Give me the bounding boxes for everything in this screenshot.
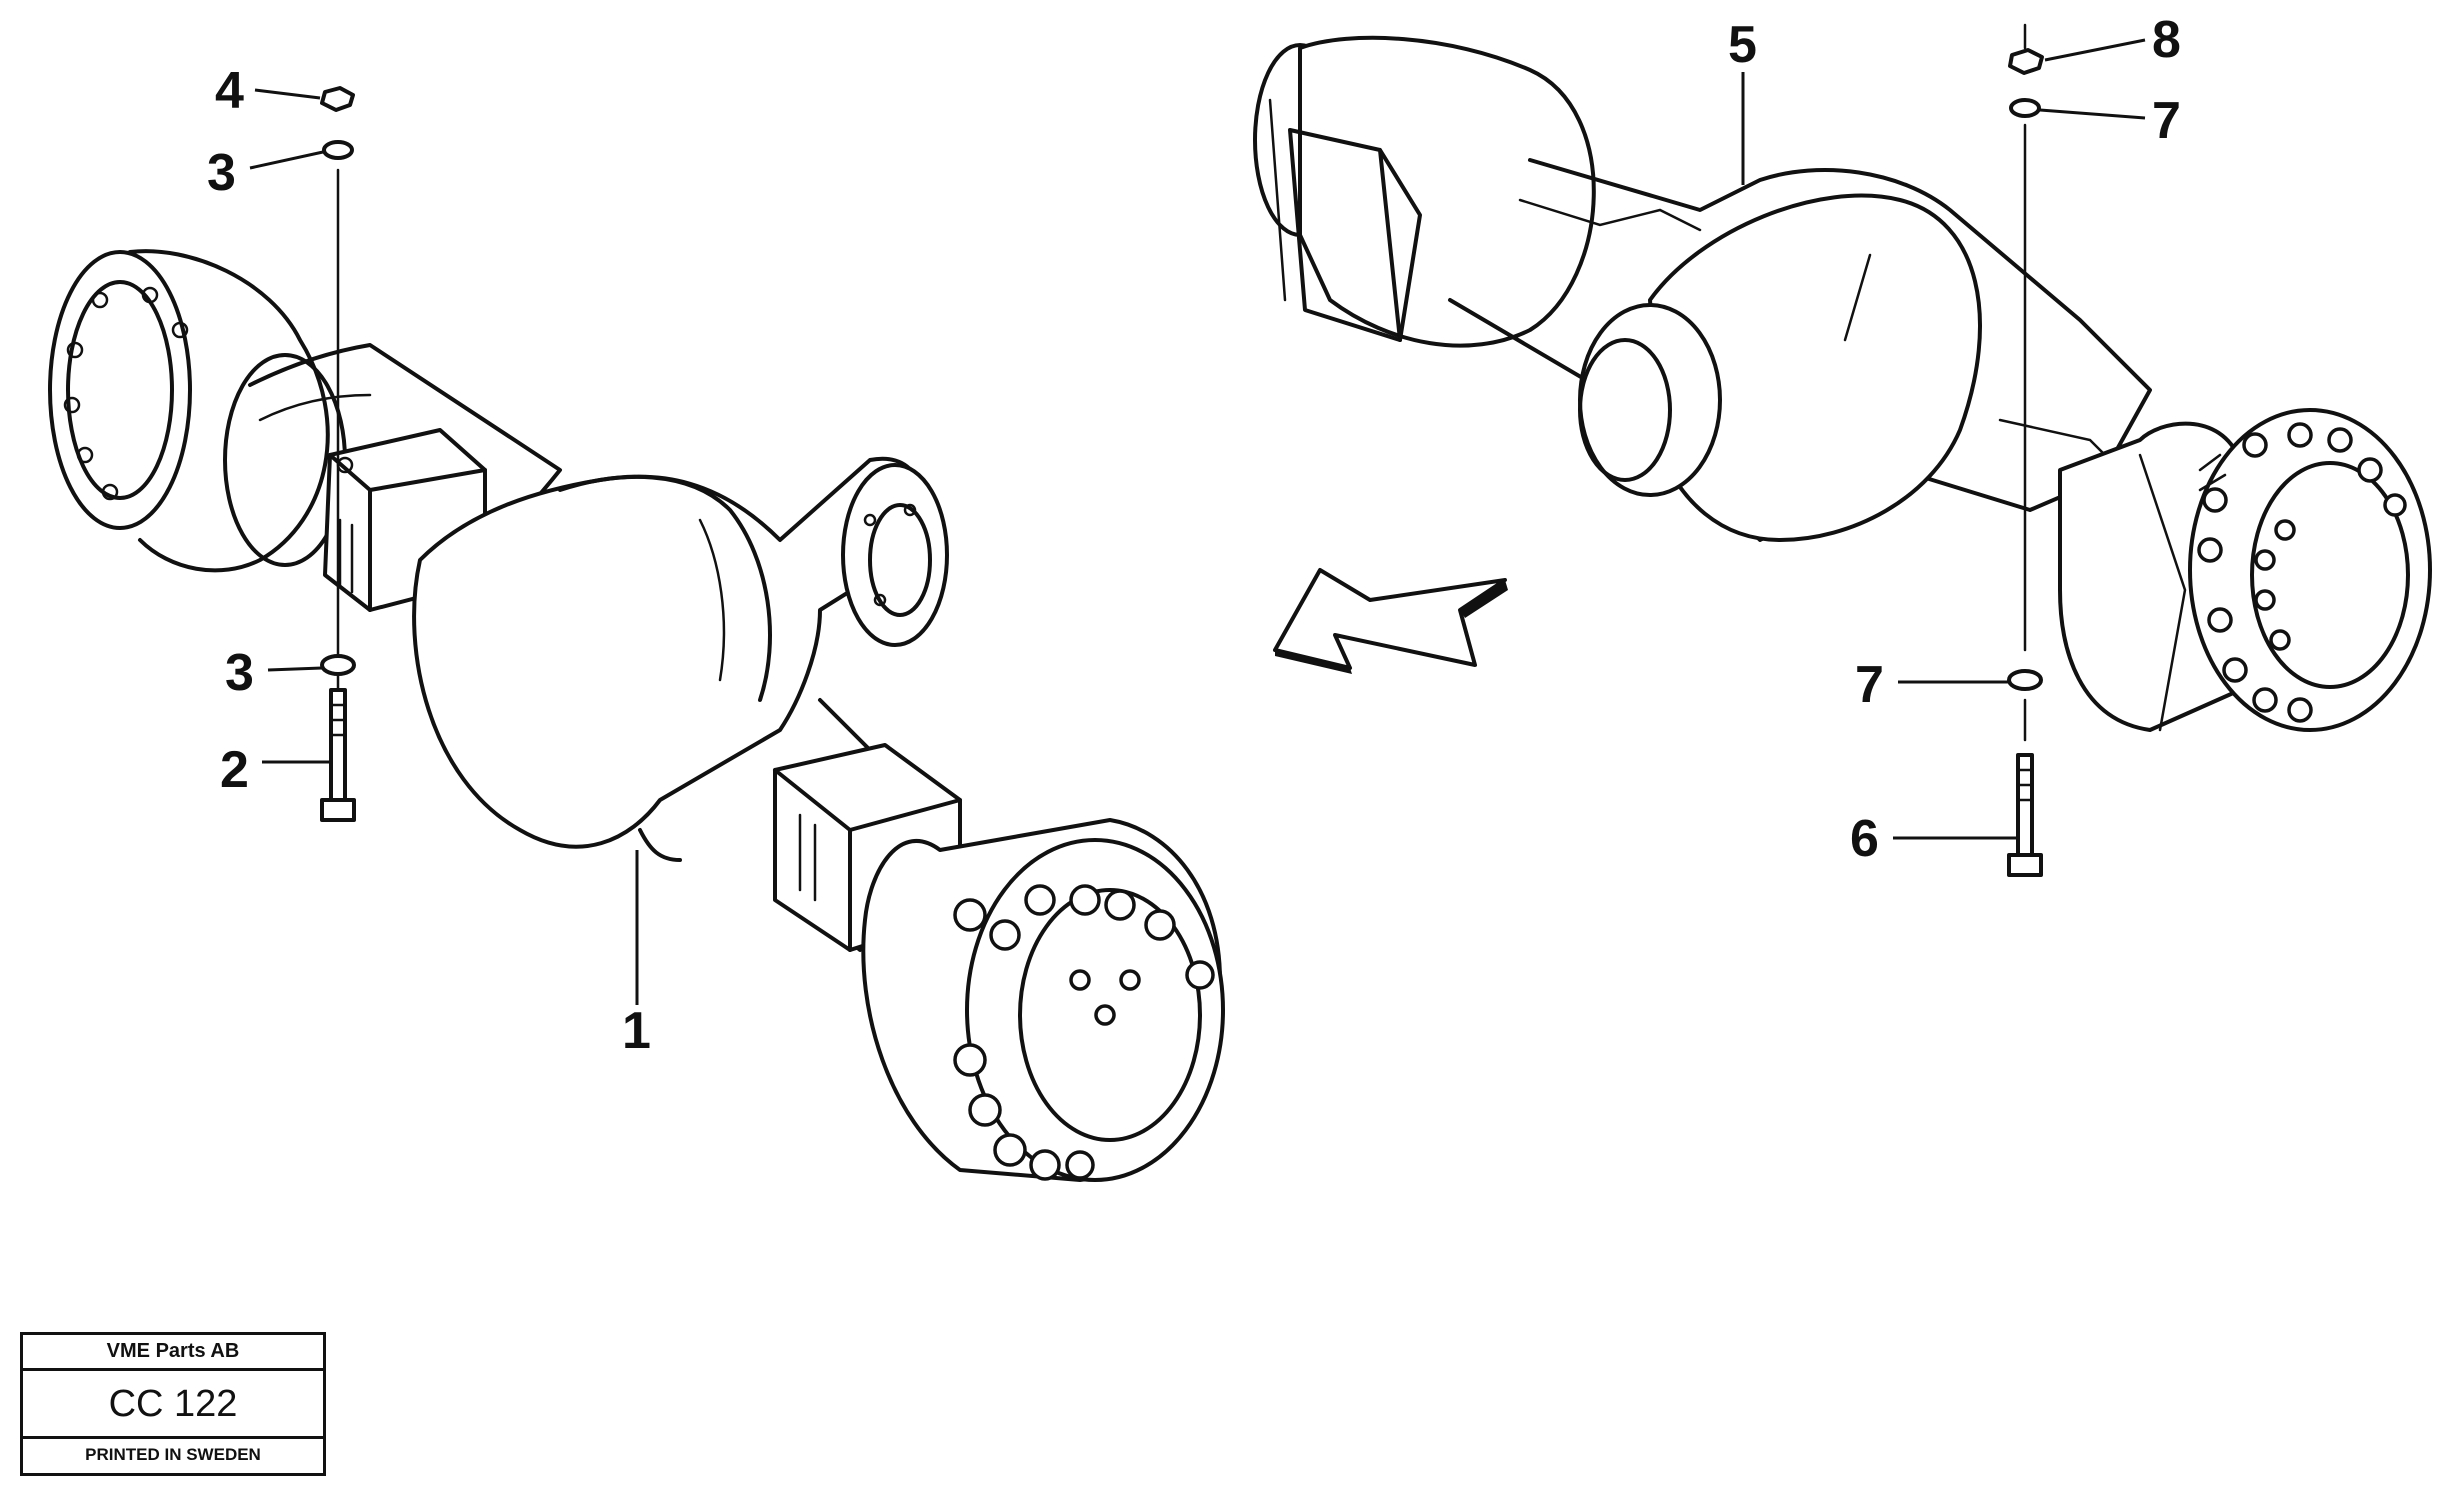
- bolt-6: [2007, 753, 2043, 877]
- left-axle-left-hub: [48, 249, 347, 573]
- title-block-printed: PRINTED IN SWEDEN: [85, 1445, 261, 1464]
- title-block: VME Parts AB CC 122 PRINTED IN SWEDEN: [20, 1332, 326, 1476]
- nut-8: [2008, 48, 2044, 75]
- right-fasteners: [2007, 23, 2044, 877]
- left-axle-pinion-flange: [841, 463, 949, 647]
- left-axle-assembly: [48, 249, 1225, 1182]
- left-axle-right-hub: [861, 818, 1225, 1182]
- bolt-2: [320, 688, 356, 822]
- washer-7-bottom: [2007, 669, 2043, 691]
- right-axle-left-drum: [1253, 35, 1596, 348]
- right-axle-assembly: [1253, 35, 2432, 732]
- svg-text:6: 6: [1850, 810, 1879, 868]
- callout-7-bottom: 7: [1855, 656, 2008, 714]
- right-axle-right-hub: [2058, 408, 2432, 732]
- callout-3-bottom: 3: [225, 644, 323, 702]
- nut-4: [320, 86, 355, 112]
- svg-text:7: 7: [1855, 656, 1884, 714]
- right-axle-differential: [1578, 193, 1982, 542]
- callout-1: 1: [622, 850, 651, 1060]
- title-block-code: CC 122: [23, 1371, 323, 1439]
- svg-text:2: 2: [220, 741, 249, 799]
- callout-5: 5: [1728, 16, 1757, 185]
- callout-8: 8: [2044, 11, 2181, 69]
- svg-text:3: 3: [225, 644, 254, 702]
- svg-text:3: 3: [207, 144, 236, 202]
- callout-2: 2: [220, 741, 330, 799]
- svg-text:8: 8: [2152, 11, 2181, 69]
- washer-3-bottom: [320, 654, 356, 676]
- callout-4: 4: [215, 62, 321, 120]
- callout-7-top: 7: [2039, 92, 2181, 150]
- callout-3-top: 3: [207, 144, 324, 202]
- left-fasteners: [320, 86, 356, 822]
- title-block-company: VME Parts AB: [23, 1335, 323, 1371]
- callout-6: 6: [1850, 810, 2020, 868]
- left-axle-differential-housing: [412, 456, 924, 862]
- washer-3-top: [322, 140, 354, 160]
- svg-text:1: 1: [622, 1002, 651, 1060]
- washer-7-top: [2009, 98, 2041, 118]
- svg-text:7: 7: [2152, 92, 2181, 150]
- svg-text:4: 4: [215, 62, 244, 120]
- direction-arrow: [1273, 568, 1508, 674]
- svg-text:5: 5: [1728, 16, 1757, 74]
